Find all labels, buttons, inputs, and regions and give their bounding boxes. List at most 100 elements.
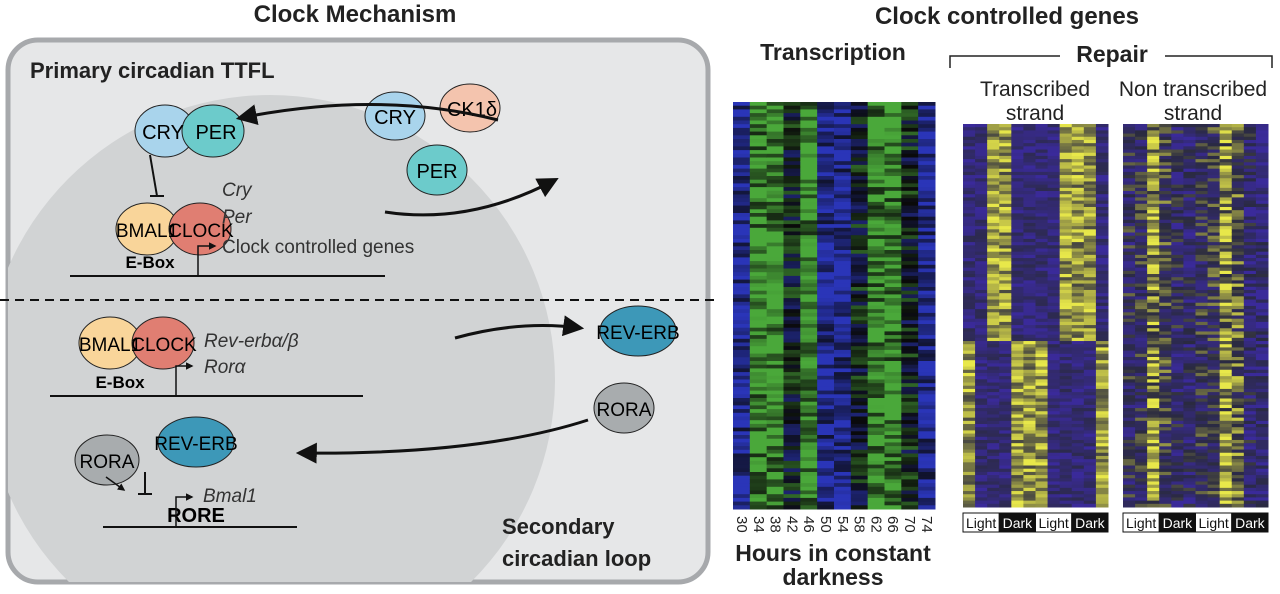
nontranscribed-cell <box>1183 366 1196 371</box>
transcription-cell <box>749 431 768 436</box>
transcribed-cell <box>975 341 988 345</box>
transcription-cell <box>800 294 818 299</box>
transcription-cell <box>834 435 852 440</box>
transcribed-cell <box>999 200 1012 205</box>
transcribed-cell <box>987 155 1000 160</box>
nontranscribed-cell <box>1183 414 1196 419</box>
nontranscribed-cell <box>1231 503 1245 508</box>
nontranscribed-cell <box>1135 369 1148 374</box>
transcription-cell <box>733 146 751 151</box>
nontranscribed-cell <box>1159 462 1172 467</box>
transcription-cell <box>766 135 784 140</box>
transcription-cell <box>783 331 801 336</box>
transcribed-cell <box>1035 328 1049 332</box>
transcription-cell <box>867 338 885 343</box>
transcription-cell <box>800 479 818 484</box>
transcribed-cell <box>1083 500 1097 505</box>
transcription-cell <box>918 194 936 199</box>
transcription-cell <box>766 316 784 321</box>
transcribed-cell <box>1071 439 1085 444</box>
nontranscribed-cell <box>1147 165 1160 170</box>
nontranscribed-cell <box>1255 395 1269 399</box>
transcription-cell <box>783 501 801 506</box>
nontranscribed-cell <box>1183 315 1196 320</box>
nontranscribed-cell <box>1195 481 1209 486</box>
nontranscribed-cell <box>1147 191 1160 195</box>
nontranscribed-cell <box>1159 296 1172 301</box>
transcribed-cell <box>987 395 1000 399</box>
nontranscribed-cell <box>1135 178 1148 182</box>
nontranscribed-cell <box>1171 424 1184 428</box>
transcription-cell <box>918 246 936 251</box>
nontranscribed-cell <box>1123 411 1136 415</box>
nontranscribed-cell <box>1171 309 1184 313</box>
nontranscribed-cell <box>1207 408 1221 412</box>
transcribed-cell <box>987 325 1000 329</box>
transcribed-cell <box>963 318 976 323</box>
transcribed-cell <box>975 309 988 313</box>
nontranscribed-cell <box>1195 286 1209 291</box>
nontranscribed-cell <box>1195 254 1209 259</box>
nontranscribed-cell <box>1123 436 1136 441</box>
transcription-cell <box>817 409 835 414</box>
transcribed-cell <box>1047 251 1061 256</box>
transcribed-cell <box>999 258 1012 262</box>
nontranscribed-cell <box>1255 392 1269 396</box>
nontranscribed-cell <box>1255 258 1269 262</box>
transcription-cell <box>834 346 852 351</box>
transcribed-cell <box>1095 159 1109 163</box>
transcription-cell <box>749 338 768 343</box>
transcribed-cell <box>1095 452 1109 457</box>
nontranscribed-cell <box>1147 143 1160 147</box>
transcribed-cell <box>1059 417 1073 422</box>
nontranscribed-cell <box>1159 283 1172 288</box>
transcription-cell <box>783 139 801 144</box>
transcribed-cell <box>1011 481 1024 486</box>
transcribed-cell <box>999 436 1012 441</box>
transcribed-cell <box>975 146 988 151</box>
transcription-cell <box>884 427 902 432</box>
transcribed-cell <box>1047 376 1061 380</box>
transcribed-cell <box>1011 245 1024 249</box>
transcribed-cell <box>1095 197 1109 202</box>
transcribed-cell <box>975 222 988 227</box>
transcribed-cell <box>987 248 1000 253</box>
transcribed-cell <box>1083 455 1097 460</box>
transcribed-cell <box>975 191 988 195</box>
nontranscribed-cell <box>1147 155 1160 160</box>
nontranscribed-cell <box>1183 427 1196 431</box>
nontranscribed-cell <box>1195 178 1209 182</box>
nontranscribed-cell <box>1135 312 1148 316</box>
transcribed-cell <box>1095 414 1109 419</box>
transcription-cell <box>749 390 768 395</box>
nontranscribed-cell <box>1171 152 1184 157</box>
transcribed-cell <box>1035 325 1049 329</box>
transcription-cell <box>766 164 784 170</box>
transcribed-cell <box>1083 187 1097 192</box>
transcribed-cell <box>963 162 976 166</box>
transcribed-cell <box>1095 283 1109 288</box>
transcribed-cell <box>999 261 1012 265</box>
nontranscribed-cell <box>1219 181 1233 186</box>
nontranscribed-cell <box>1207 178 1221 182</box>
nontranscribed-cell <box>1123 149 1136 154</box>
nontranscribed-cell <box>1147 337 1160 342</box>
transcribed-cell <box>999 321 1012 326</box>
nontranscribed-cell <box>1159 347 1172 352</box>
transcribed-cell <box>999 277 1012 281</box>
transcribed-cell <box>987 353 1000 358</box>
transcribed-cell <box>1095 296 1109 301</box>
transcription-cell <box>918 264 936 269</box>
transcribed-cell <box>1059 216 1073 221</box>
transcription-cell <box>884 409 902 414</box>
transcription-cell <box>766 409 784 414</box>
transcribed-cell <box>1047 347 1061 352</box>
transcription-cell <box>918 294 936 299</box>
transcription-cell <box>867 405 885 410</box>
nontranscribed-cell <box>1135 417 1148 422</box>
transcription-cell <box>850 275 869 281</box>
transcription-cell <box>850 287 869 292</box>
transcription-cell <box>733 479 751 484</box>
transcribed-cell <box>987 478 1000 482</box>
transcription-cell <box>817 242 835 247</box>
